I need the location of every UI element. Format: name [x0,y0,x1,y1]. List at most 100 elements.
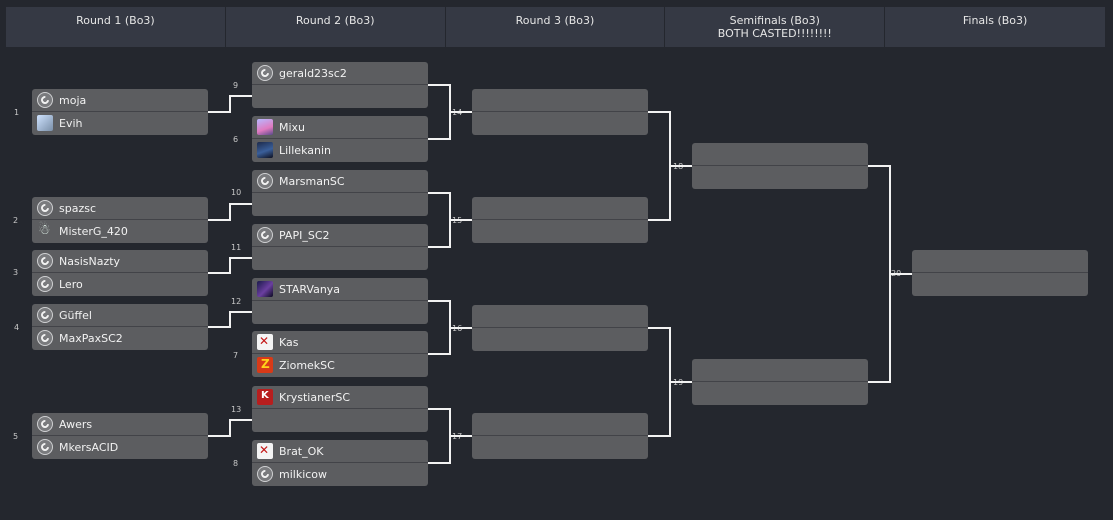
match-box[interactable]: Brat_OK milkicow [252,440,428,486]
player-slot-bottom[interactable]: Lillekanin [252,139,428,161]
player-slot-top[interactable] [692,359,868,382]
match-number: 2 [13,216,19,225]
avatar-icon [257,281,273,297]
match-box[interactable] [472,305,648,351]
match-box[interactable]: STARVanya [252,278,428,324]
player-slot-bottom[interactable] [472,328,648,350]
match-box[interactable] [692,143,868,189]
player-name: Evih [59,116,83,130]
player-slot-bottom[interactable] [252,247,428,269]
avatar-icon [257,119,273,135]
connector-line [208,203,252,221]
round-title: Round 2 (Bo3) [295,14,375,27]
connector-line [428,408,472,464]
player-slot-bottom[interactable]: MisterG_420 [32,220,208,242]
player-slot-top[interactable] [472,197,648,220]
sc2-logo-icon [37,92,53,108]
player-name: Lillekanin [279,143,331,157]
player-slot-top[interactable]: Mixu [252,116,428,139]
player-slot-bottom[interactable] [472,112,648,134]
match-number: 15 [452,216,463,225]
sc2-logo-icon [257,173,273,189]
avatar-icon [257,443,273,459]
match-number: 11 [231,243,242,252]
player-slot-top[interactable]: Güffel [32,304,208,327]
player-name: milkicow [279,467,328,481]
player-name: NasisNazty [59,254,121,268]
player-name: MaxPaxSC2 [59,331,123,345]
player-name: spazsc [59,201,97,215]
match-number: 16 [452,324,463,333]
player-slot-bottom[interactable] [252,85,428,107]
player-slot-bottom[interactable] [912,273,1088,295]
player-slot-bottom[interactable] [472,436,648,458]
player-slot-top[interactable]: Awers [32,413,208,436]
match-box[interactable] [472,197,648,243]
match-box[interactable] [472,413,648,459]
player-slot-bottom[interactable]: Lero [32,273,208,295]
player-name: Brat_OK [279,444,324,458]
connector-line [208,311,252,328]
player-slot-bottom[interactable] [692,382,868,404]
player-slot-top[interactable] [472,305,648,328]
round-title: Round 1 (Bo3) [76,14,155,27]
player-name: MarsmanSC [279,174,345,188]
player-slot-bottom[interactable] [692,166,868,188]
avatar-icon [257,334,273,350]
player-slot-top[interactable]: gerald23sc2 [252,62,428,85]
player-slot-top[interactable]: PAPI_SC2 [252,224,428,247]
player-name: STARVanya [279,282,341,296]
player-slot-top[interactable]: MarsmanSC [252,170,428,193]
round-title: Round 3 (Bo3) [515,14,595,27]
snowman-icon [37,222,53,239]
player-name: gerald23sc2 [279,66,347,80]
player-slot-bottom[interactable]: ZiomekSC [252,354,428,376]
player-slot-top[interactable]: Brat_OK [252,440,428,463]
player-slot-top[interactable]: Kas [252,331,428,354]
connector-line [428,300,472,355]
player-slot-top[interactable]: STARVanya [252,278,428,301]
match-box[interactable]: PAPI_SC2 [252,224,428,270]
match-box[interactable] [912,250,1088,296]
sc2-logo-icon [37,253,53,269]
match-number: 4 [14,323,20,332]
sc2-logo-icon [37,439,53,455]
match-box[interactable]: KrystianerSC [252,386,428,432]
connector-line [208,95,252,113]
round-title: Finals (Bo3) [962,14,1028,27]
round-subtitle: BOTH CASTED!!!!!!!! [717,27,832,40]
player-slot-top[interactable]: KrystianerSC [252,386,428,409]
player-slot-bottom[interactable] [472,220,648,242]
match-box[interactable] [472,89,648,135]
player-slot-bottom[interactable]: Evih [32,112,208,134]
match-number: 14 [452,108,463,117]
player-slot-bottom[interactable]: milkicow [252,463,428,485]
match-number: 6 [233,135,239,144]
player-slot-bottom[interactable]: MaxPaxSC2 [32,327,208,349]
player-slot-top[interactable] [472,413,648,436]
player-name: moja [59,93,87,107]
player-slot-bottom[interactable]: MkersACID [32,436,208,458]
player-slot-top[interactable] [692,143,868,166]
player-slot-top[interactable]: spazsc [32,197,208,220]
connector-line [208,419,252,437]
player-slot-bottom[interactable] [252,301,428,323]
match-box[interactable]: spazscMisterG_420 [32,197,208,243]
match-box[interactable]: gerald23sc2 [252,62,428,108]
player-slot-top[interactable] [912,250,1088,273]
player-slot-top[interactable]: NasisNazty [32,250,208,273]
match-box[interactable] [692,359,868,405]
player-slot-top[interactable] [472,89,648,112]
player-slot-bottom[interactable] [252,193,428,215]
match-box[interactable]: KasZiomekSC [252,331,428,377]
player-slot-bottom[interactable] [252,409,428,431]
match-box[interactable]: MarsmanSC [252,170,428,216]
sc2-logo-icon [257,466,273,482]
player-slot-top[interactable]: moja [32,89,208,112]
